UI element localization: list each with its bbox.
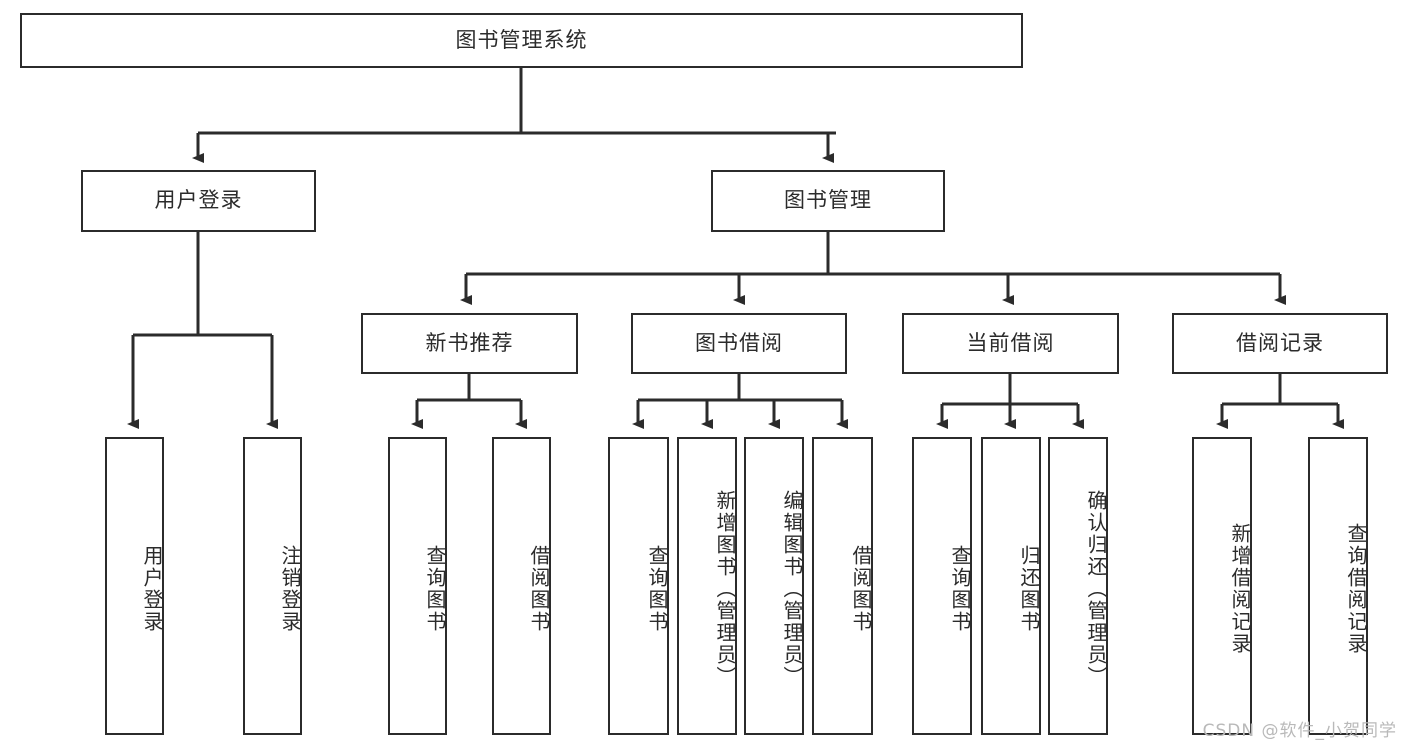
node-book-manage[interactable]: 图书管理 — [711, 170, 945, 232]
node-leaf-return-book[interactable]: 归还图书 — [981, 437, 1041, 735]
node-label: 查询图书 — [948, 545, 972, 633]
node-new-book-recommend[interactable]: 新书推荐 — [361, 313, 578, 374]
node-label: 新增图书（管理员） — [713, 490, 737, 688]
node-label: 图书管理 — [784, 188, 872, 213]
node-label: 确认归还（管理员） — [1084, 490, 1108, 688]
node-leaf-query-book-1[interactable]: 查询图书 — [388, 437, 447, 735]
node-user-login[interactable]: 用户登录 — [81, 170, 316, 232]
node-leaf-query-book-2[interactable]: 查询图书 — [608, 437, 669, 735]
node-leaf-query-record[interactable]: 查询借阅记录 — [1308, 437, 1368, 735]
node-label: 图书管理系统 — [455, 27, 588, 52]
node-label: 归还图书 — [1017, 545, 1041, 633]
node-label: 用户登录 — [140, 545, 164, 633]
node-label: 查询借阅记录 — [1344, 523, 1368, 655]
node-label: 注销登录 — [278, 545, 302, 633]
node-book-borrow[interactable]: 图书借阅 — [631, 313, 847, 374]
node-label: 当前借阅 — [966, 330, 1055, 355]
node-leaf-user-logout[interactable]: 注销登录 — [243, 437, 302, 735]
node-label: 新书推荐 — [425, 330, 514, 355]
node-label: 新增借阅记录 — [1228, 523, 1252, 655]
node-leaf-borrow-book-2[interactable]: 借阅图书 — [812, 437, 873, 735]
node-label: 图书借阅 — [695, 330, 783, 355]
node-label: 用户登录 — [154, 188, 243, 213]
node-leaf-edit-book[interactable]: 编辑图书（管理员） — [744, 437, 804, 735]
node-leaf-confirm-return[interactable]: 确认归还（管理员） — [1048, 437, 1108, 735]
node-borrow-record[interactable]: 借阅记录 — [1172, 313, 1388, 374]
node-leaf-add-record[interactable]: 新增借阅记录 — [1192, 437, 1252, 735]
node-leaf-add-book[interactable]: 新增图书（管理员） — [677, 437, 737, 735]
node-label: 借阅图书 — [527, 545, 551, 633]
node-leaf-borrow-book-1[interactable]: 借阅图书 — [492, 437, 551, 735]
node-label: 借阅图书 — [849, 545, 873, 633]
node-leaf-query-book-3[interactable]: 查询图书 — [912, 437, 972, 735]
node-label: 查询图书 — [645, 545, 669, 633]
node-label: 借阅记录 — [1236, 330, 1324, 355]
node-label: 编辑图书（管理员） — [780, 490, 804, 688]
node-leaf-user-login[interactable]: 用户登录 — [105, 437, 164, 735]
node-root-book-management-system[interactable]: 图书管理系统 — [20, 13, 1023, 68]
node-current-borrow[interactable]: 当前借阅 — [902, 313, 1119, 374]
node-label: 查询图书 — [423, 545, 447, 633]
